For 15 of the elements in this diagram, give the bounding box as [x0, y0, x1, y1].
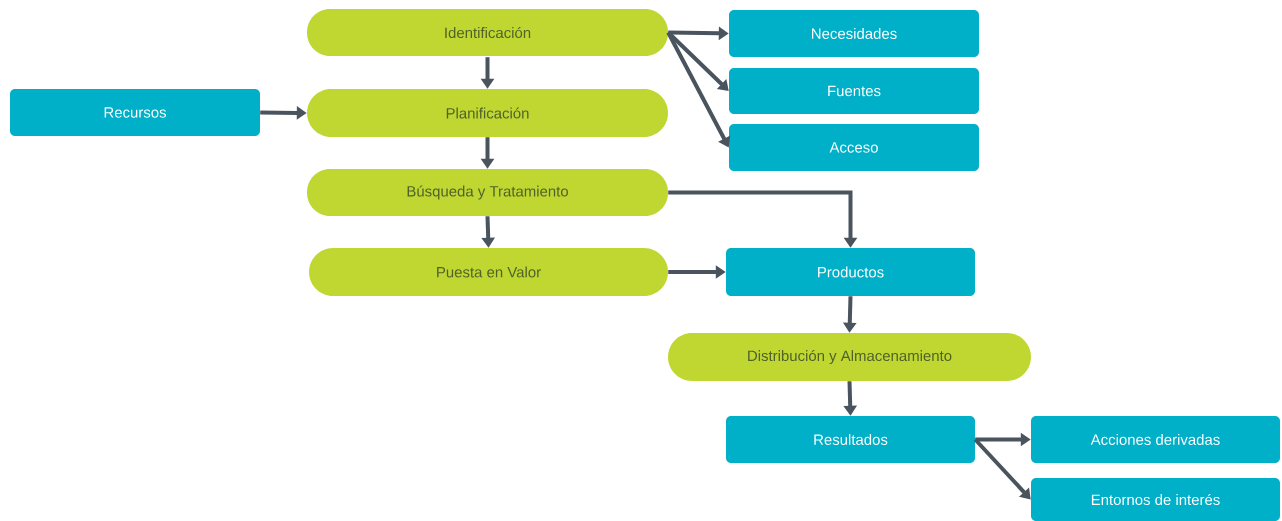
process-box: Recursos: [10, 89, 260, 136]
process-box: Acciones derivadas: [1031, 416, 1280, 463]
arrow: [973, 438, 1031, 500]
process-pill: Planificación: [307, 89, 668, 137]
process-pill: Distribución y Almacenamiento: [668, 333, 1031, 381]
process-box: Entornos de interés: [1031, 478, 1280, 521]
process-box: Resultados: [726, 416, 975, 463]
process-pill: Identificación: [307, 9, 668, 56]
process-pill: Búsqueda y Tratamiento: [307, 169, 668, 216]
process-box: Acceso: [729, 124, 979, 171]
process-pill: Puesta en Valor: [309, 248, 668, 296]
arrow: [666, 31, 729, 91]
process-box: Necesidades: [729, 10, 979, 57]
process-box: Fuentes: [729, 68, 979, 114]
process-box: Productos: [726, 248, 975, 296]
